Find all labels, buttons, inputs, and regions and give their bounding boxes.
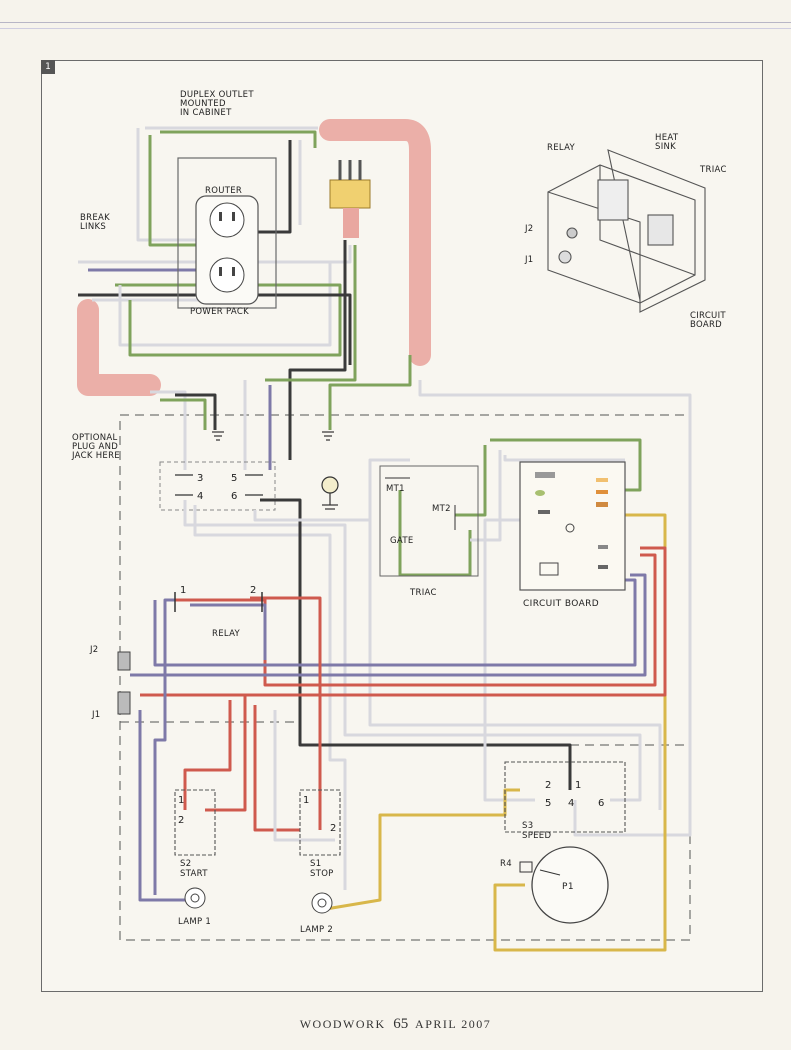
label-circuit-board: CIRCUIT BOARD (523, 599, 599, 609)
label-heat-sink-1: HEAT (655, 133, 679, 143)
label-stop: STOP (310, 869, 334, 879)
label-triac: TRIAC (409, 588, 437, 598)
label-break-links-1: BREAK (80, 213, 110, 223)
label-duplex-outlet-3: IN CABINET (180, 108, 232, 118)
s1-terminal-1: 1 (303, 795, 309, 806)
label-optional-2: PLUG AND (72, 442, 118, 452)
s2-terminal-2: 2 (178, 815, 184, 826)
terminal-4: 4 (197, 491, 203, 502)
footer-issue: APRIL 2007 (415, 1017, 492, 1031)
footer-magazine: WOODWORK (299, 1017, 386, 1031)
label-inset-circuit-1: CIRCUIT (690, 311, 726, 321)
label-router: ROUTER (205, 186, 242, 196)
s3-terminal-2: 2 (545, 780, 551, 791)
label-duplex-outlet-2: MOUNTED (180, 99, 226, 109)
power-plug (329, 160, 371, 238)
label-lamp2: LAMP 2 (300, 925, 333, 935)
s3-terminal-4: 4 (568, 798, 574, 809)
lamps (184, 887, 333, 914)
terminal-3: 3 (197, 473, 203, 484)
label-mt2: MT2 (432, 504, 451, 514)
s2-terminal-1: 1 (178, 795, 184, 806)
circuit-board (519, 461, 626, 591)
label-speed: SPEED (522, 831, 551, 841)
duplex-outlet (177, 157, 277, 309)
footer-page-number: 65 (393, 1016, 409, 1032)
figure-frame (41, 60, 763, 992)
potentiometer-p1 (519, 846, 609, 924)
label-inset-j2: J2 (524, 224, 534, 234)
relay-coil-2: 2 (250, 585, 256, 596)
label-break-links-2: LINKS (80, 222, 106, 232)
relay-coil-1: 1 (180, 585, 186, 596)
header-rule (0, 22, 791, 23)
label-inset-triac: TRIAC (699, 165, 727, 175)
label-r4: R4 (500, 859, 512, 869)
label-lamp1: LAMP 1 (178, 917, 211, 927)
label-power-pack: POWER PACK (190, 307, 249, 317)
label-start: START (180, 869, 208, 879)
terminal-5: 5 (231, 473, 237, 484)
s3-terminal-1: 1 (575, 780, 581, 791)
label-p1: P1 (562, 882, 574, 892)
label-duplex-outlet-1: DUPLEX OUTLET (180, 90, 254, 100)
relay-contact-block (159, 461, 276, 511)
figure-number-tag: 1 (41, 60, 55, 74)
s3-terminal-6: 6 (598, 798, 604, 809)
triac-component (379, 465, 479, 577)
switches (174, 761, 626, 856)
label-mt1: MT1 (386, 484, 405, 494)
label-s1: S1 (310, 859, 321, 869)
label-j2: J2 (89, 645, 99, 655)
label-optional-1: OPTIONAL (72, 433, 118, 443)
outlet-wiring (78, 126, 692, 837)
enclosure-inset (547, 149, 706, 313)
label-inset-circuit-2: BOARD (690, 320, 722, 330)
label-inset-j1: J1 (524, 255, 534, 265)
label-j1: J1 (91, 710, 101, 720)
header-rule-secondary (0, 28, 791, 29)
terminal-6: 6 (231, 491, 237, 502)
s3-terminal-5: 5 (545, 798, 551, 809)
label-relay: RELAY (212, 629, 241, 639)
labels: DUPLEX OUTLET MOUNTED IN CABINET ROUTER … (71, 90, 727, 935)
label-inset-relay: RELAY (547, 143, 576, 153)
label-s2: S2 (180, 859, 191, 869)
control-wiring (130, 438, 667, 952)
label-gate: GATE (390, 536, 414, 546)
label-optional-3: JACK HERE (71, 451, 120, 461)
label-s3: S3 (522, 821, 533, 831)
jacks (117, 651, 131, 715)
relay-coil-terminals (174, 592, 263, 612)
page-footer: WOODWORK 65 APRIL 2007 (0, 1016, 791, 1033)
power-cord-conduit (77, 119, 431, 396)
s1-terminal-2: 2 (330, 823, 336, 834)
ground-symbols (212, 431, 339, 510)
label-heat-sink-2: SINK (655, 142, 676, 152)
